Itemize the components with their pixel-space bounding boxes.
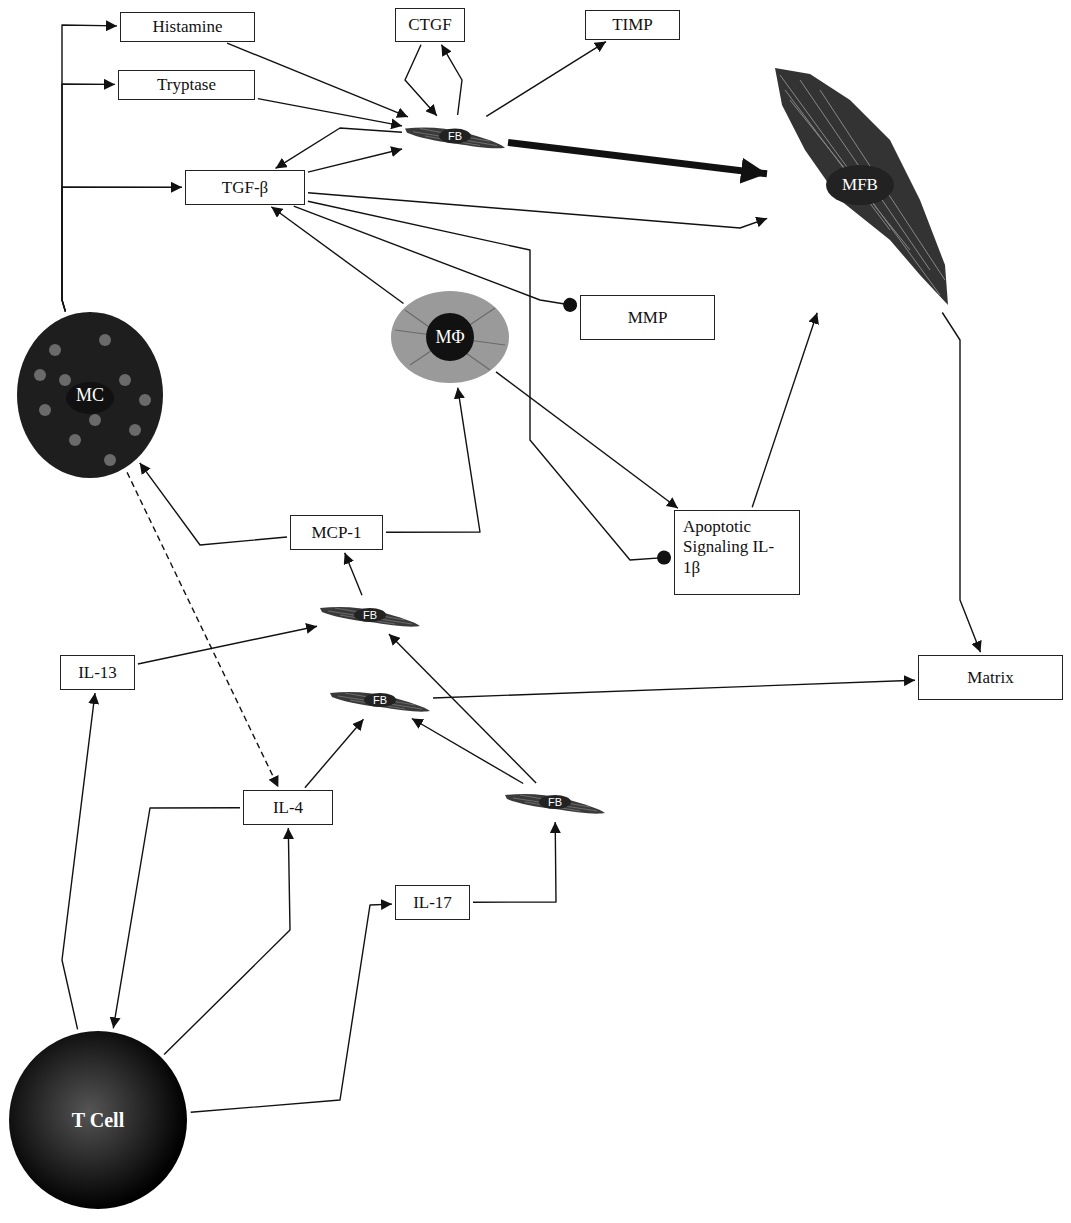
text-box: MMP: [580, 295, 715, 340]
connector-arrow: [294, 206, 577, 306]
connector-arrow: [942, 313, 980, 653]
node-label: CTGF: [408, 15, 451, 35]
text-box: Tryptase: [118, 70, 255, 100]
node-label: Matrix: [967, 668, 1013, 688]
connector-arrow: [508, 142, 767, 173]
connector-arrow: [127, 472, 278, 787]
text-box: IL-17: [395, 885, 470, 920]
connector-arrow: [412, 719, 523, 784]
connector-arrow: [752, 313, 817, 507]
cell: MΦ: [390, 290, 510, 385]
text-box: TIMP: [585, 10, 680, 40]
connector-arrow: [405, 45, 437, 116]
node-label: MΦ: [435, 327, 464, 348]
connector-arrow: [496, 372, 678, 508]
text-box: CTGF: [395, 8, 465, 42]
connector-arrow: [113, 808, 240, 1029]
connector-arrow: [62, 693, 95, 1029]
connector-arrow: [62, 25, 117, 312]
connector-arrow: [62, 84, 115, 312]
connector-arrow: [191, 904, 392, 1112]
connector-arrow: [308, 193, 767, 228]
node-label: FB: [363, 609, 377, 621]
node-label: Histamine: [153, 17, 223, 37]
connector-arrow: [345, 553, 362, 595]
connector-arrow: [164, 828, 290, 1055]
connector-arrow: [271, 207, 403, 304]
connector-arrow: [308, 201, 671, 560]
node-label: Tryptase: [157, 75, 216, 95]
connector-arrow: [308, 149, 402, 172]
text-box: TGF-β: [185, 170, 305, 205]
connector-arrow: [138, 626, 317, 664]
fibroblast-cell: FB: [330, 683, 430, 717]
fibroblast-cell: FB: [320, 598, 420, 632]
node-label: TGF-β: [222, 178, 268, 198]
node-label: FB: [373, 694, 387, 706]
node-label: IL-13: [78, 663, 117, 683]
text-box: IL-4: [243, 790, 333, 825]
node-label: FB: [448, 130, 462, 142]
connector-arrow: [473, 822, 556, 902]
connector-arrow: [386, 388, 480, 533]
node-label: MMP: [628, 308, 668, 328]
node-label: MCP-1: [311, 523, 361, 543]
node-label: FB: [548, 796, 562, 808]
connector-arrow: [486, 42, 606, 117]
node-label: TIMP: [612, 15, 653, 35]
cell: T Cell: [8, 1030, 188, 1210]
fibroblast-cell: MFB: [770, 60, 950, 310]
fibroblast-cell: FB: [405, 118, 505, 154]
text-box: Apoptotic Signaling IL-1β: [674, 510, 800, 595]
connector-arrow: [305, 719, 364, 787]
connector-arrow: [433, 680, 915, 698]
text-box: Histamine: [120, 12, 255, 42]
node-label: IL-4: [273, 798, 303, 818]
node-label: MFB: [842, 175, 878, 195]
node-label: IL-17: [413, 893, 452, 913]
node-label: Apoptotic Signaling IL-1β: [683, 517, 791, 578]
connector-arrow: [140, 463, 287, 545]
text-box: MCP-1: [290, 515, 383, 550]
connector-arrow: [441, 45, 462, 115]
node-label: MC: [76, 385, 104, 406]
cell: MC: [15, 310, 165, 480]
connector-arrow: [62, 187, 182, 312]
text-box: IL-13: [60, 655, 135, 690]
node-label: T Cell: [72, 1109, 124, 1132]
connector-arrow: [276, 128, 403, 168]
fibroblast-cell: FB: [505, 785, 605, 819]
connector-arrow: [258, 99, 402, 126]
text-box: Matrix: [918, 655, 1063, 700]
